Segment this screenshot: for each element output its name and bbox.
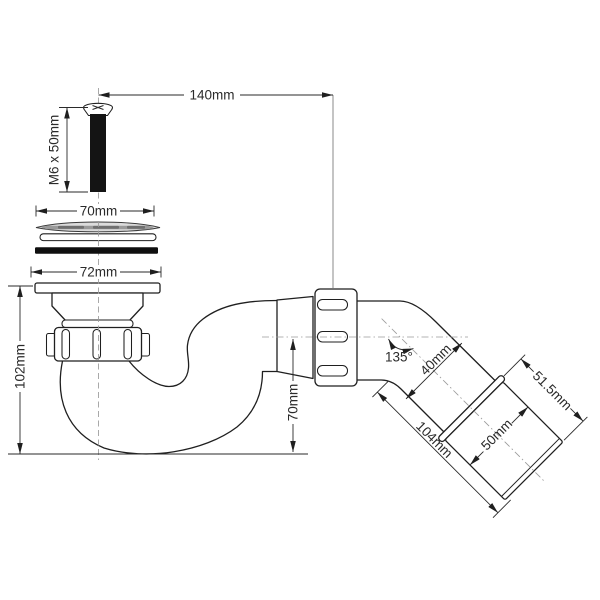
dim-outlet-angle-label: 135° [385,350,413,365]
extension-tick [372,381,389,398]
label-mask [77,265,120,279]
dim-screw-label: M6 x 50mm [47,115,62,186]
extension-tick [563,416,588,441]
compression-nut-slot [316,298,349,311]
socket-end-rim [501,438,560,497]
dim-overall-width: 140mm [98,87,333,103]
compression-nut-slot [316,330,349,343]
outlet-dim-lines [372,342,588,518]
flange-plate [34,282,161,294]
thread-collar [61,319,134,329]
dim-grid-width-label: 70mm [80,204,118,219]
compression-nut-slot [316,364,349,377]
dim-overall-height-label: 102mm [13,344,28,389]
seal-gasket [35,247,158,254]
dim-line-bore [511,406,529,424]
dim-flange-width-label: 72mm [80,265,118,280]
screw [82,102,114,192]
extension-tick [492,499,511,518]
dim-line-socket-length [570,408,584,422]
elbow-top-edge [357,300,497,382]
dim-overall-height: 102mm [8,285,308,455]
angle-arc [388,338,414,355]
dim-line-socket-length [520,358,534,372]
flange-body [51,292,144,322]
grid-slot [58,225,84,229]
compression-nut [314,288,358,387]
dim-overall-width-label: 140mm [189,88,234,103]
dim-seal-depth-label: 70mm [286,384,301,422]
u-bend-inner-curve [128,299,278,388]
locknut-slot [123,328,133,360]
dim-grid-width: 70mm [35,204,155,219]
grid-slot [93,225,119,229]
locknut-slot [92,328,102,360]
dim-outlet-angle: 135° [385,338,414,365]
label-mask [77,204,120,218]
inlet-locknut [45,326,151,362]
outlet-sleeve [276,295,314,380]
u-bend-body [59,299,278,455]
screw-cross-recess [92,104,104,111]
grid-slot [127,225,145,229]
extension-tick [503,354,526,377]
locknut-slot [61,328,71,360]
waste-grid-disc [35,221,161,233]
screw-shaft [90,114,106,192]
outlet-elbow-pipe [357,300,497,433]
dim-screw: M6 x 50mm [47,107,88,193]
dim-socket-length: 51.5mm [530,368,575,413]
dim-seal-depth: 70mm [286,339,301,452]
washer-disc [39,233,157,242]
elbow-bottom-edge [357,379,445,433]
dim-line-outlet-length [377,391,499,514]
dim-socket-length-label: 51.5mm [530,368,575,413]
outlet-socket [445,382,563,500]
dim-flange-width: 72mm [30,265,162,280]
label-mask [184,87,240,103]
u-bend-outer-curve [59,360,277,455]
dim-line-pipe-width [405,342,463,400]
outlet-axis-centerline [381,318,544,481]
